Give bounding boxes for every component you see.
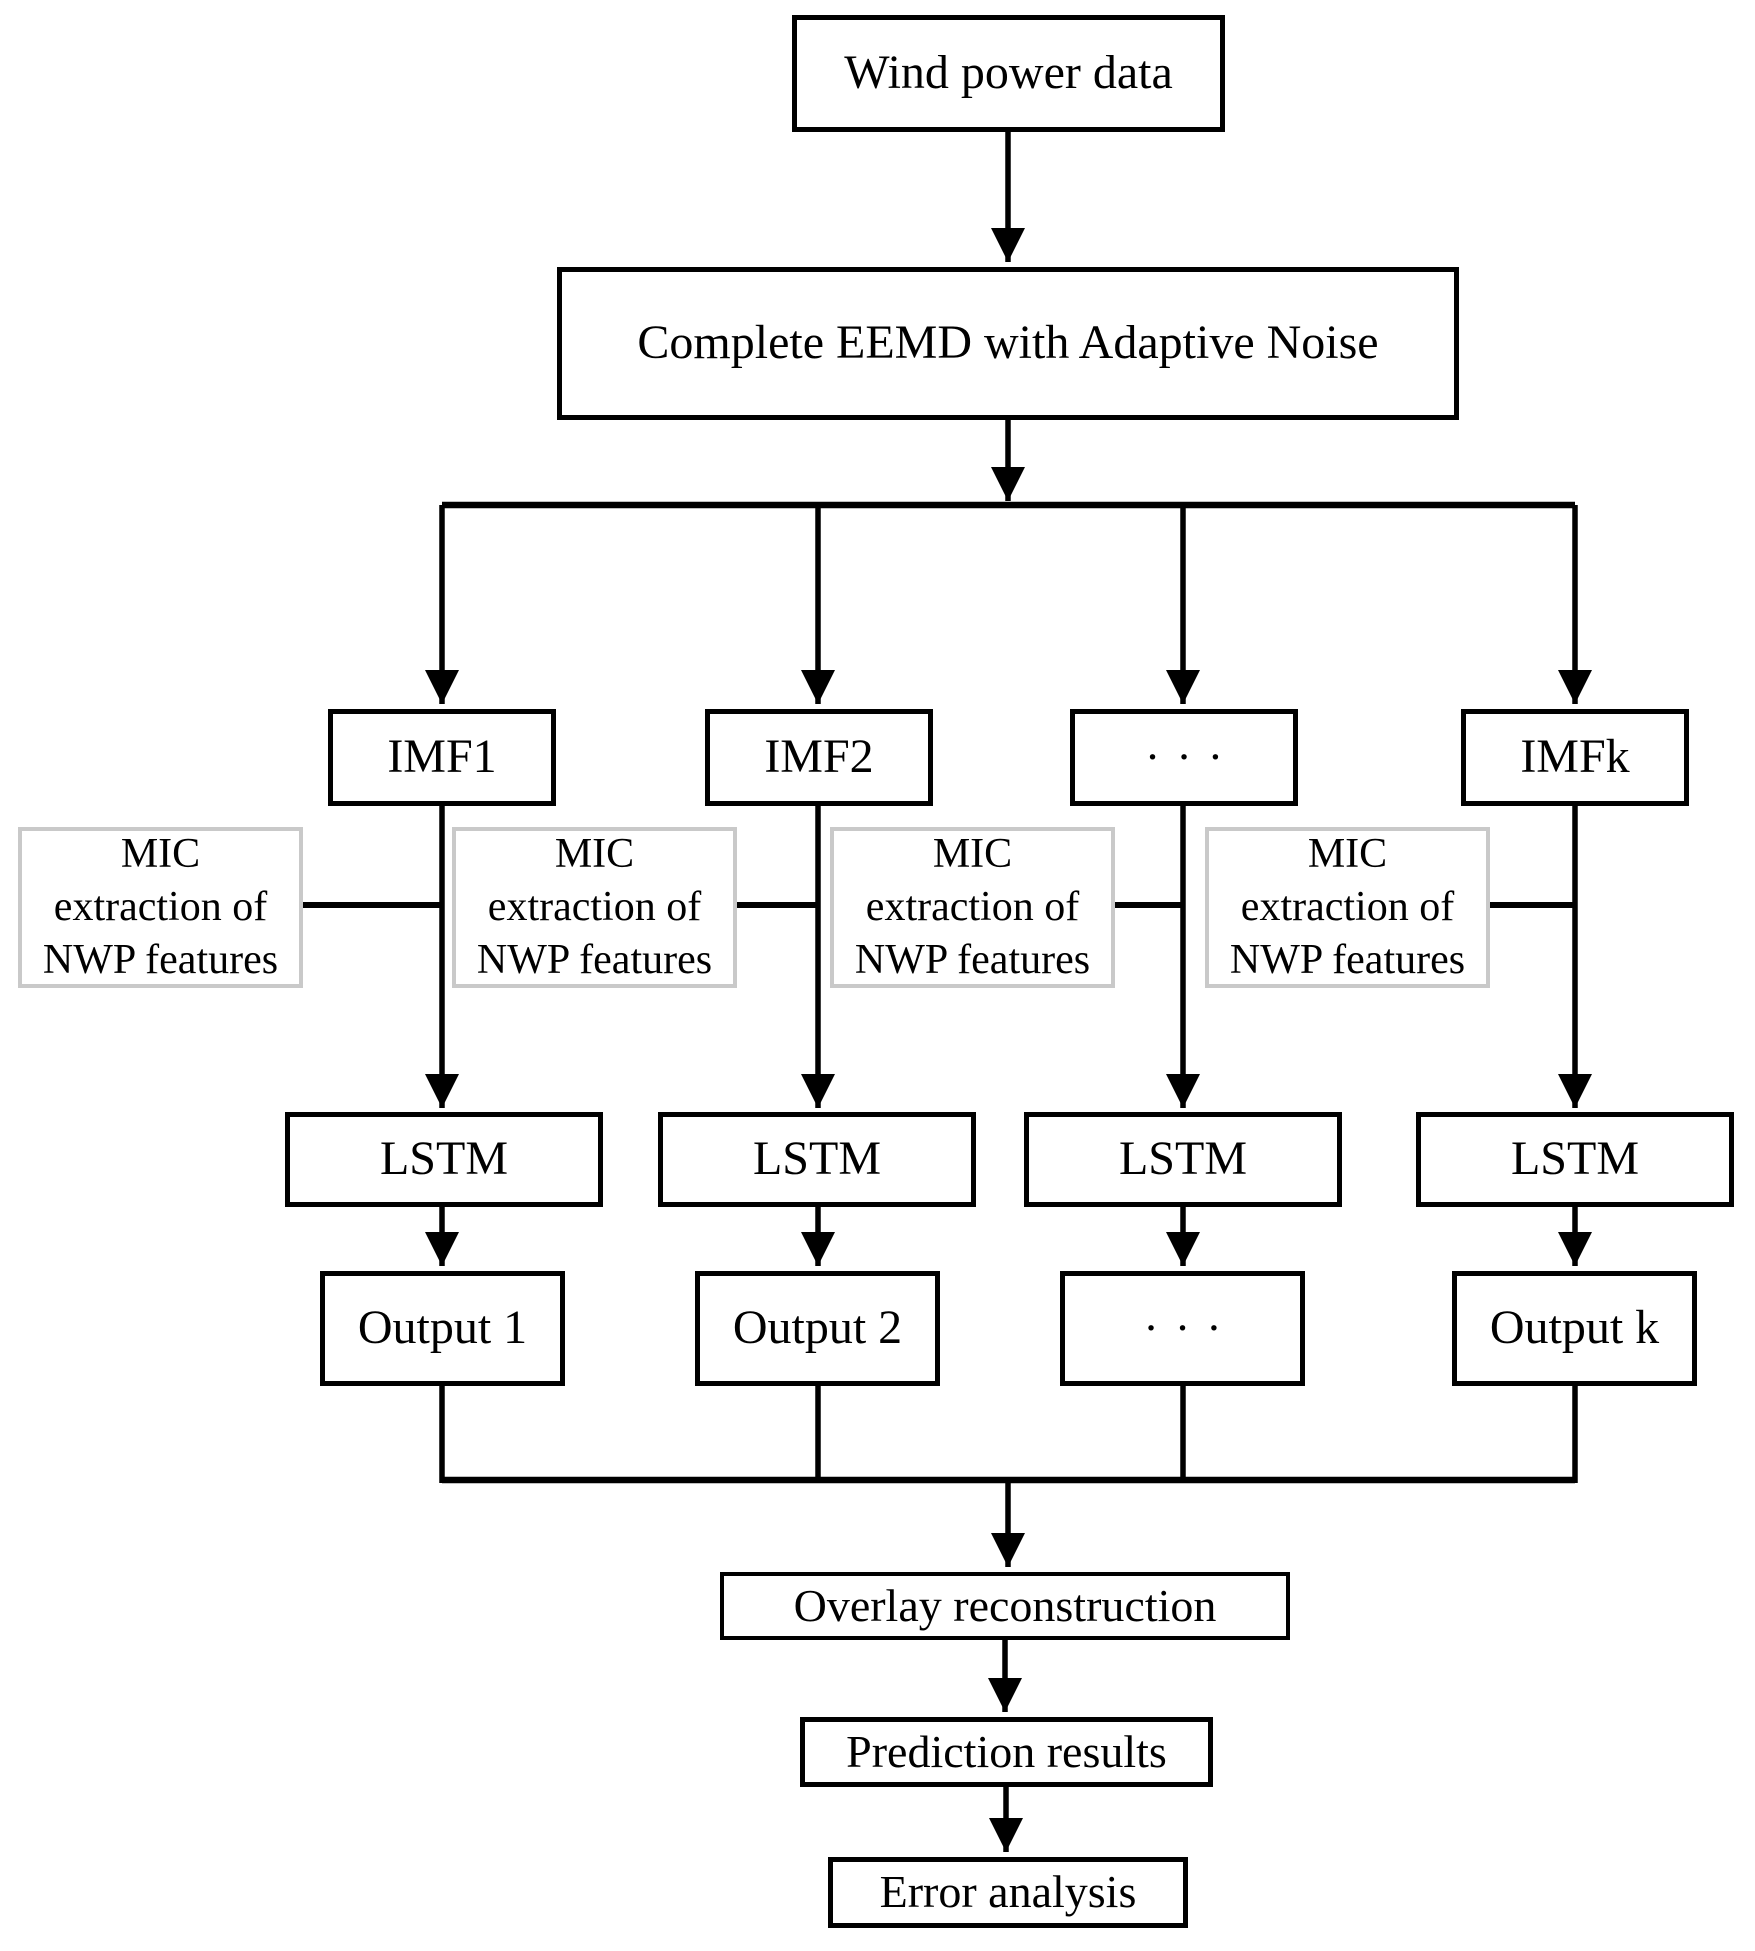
mic-extraction-box-2: MIC extraction of NWP features bbox=[452, 827, 737, 988]
wind-power-data-box: Wind power data bbox=[792, 15, 1225, 132]
imfk-box: IMFk bbox=[1461, 709, 1689, 806]
mic-extraction-box-4: MIC extraction of NWP features bbox=[1205, 827, 1490, 988]
lstm-box-3: LSTM bbox=[1024, 1112, 1342, 1207]
output1-box: Output 1 bbox=[320, 1271, 565, 1386]
mic-extraction-box-1: MIC extraction of NWP features bbox=[18, 827, 303, 988]
lstm-box-2: LSTM bbox=[658, 1112, 976, 1207]
prediction-results-box: Prediction results bbox=[800, 1717, 1213, 1787]
output-ellipsis-box: ··· bbox=[1060, 1271, 1305, 1386]
error-analysis-box: Error analysis bbox=[828, 1857, 1188, 1928]
overlay-reconstruction-box: Overlay reconstruction bbox=[720, 1572, 1290, 1640]
imf2-box: IMF2 bbox=[705, 709, 933, 806]
output2-box: Output 2 bbox=[695, 1271, 940, 1386]
ceemdan-box: Complete EEMD with Adaptive Noise bbox=[557, 267, 1459, 420]
imf-ellipsis-box: ··· bbox=[1070, 709, 1298, 806]
lstm-box-1: LSTM bbox=[285, 1112, 603, 1207]
lstm-box-4: LSTM bbox=[1416, 1112, 1734, 1207]
outputk-box: Output k bbox=[1452, 1271, 1697, 1386]
imf1-box: IMF1 bbox=[328, 709, 556, 806]
mic-extraction-box-3: MIC extraction of NWP features bbox=[830, 827, 1115, 988]
